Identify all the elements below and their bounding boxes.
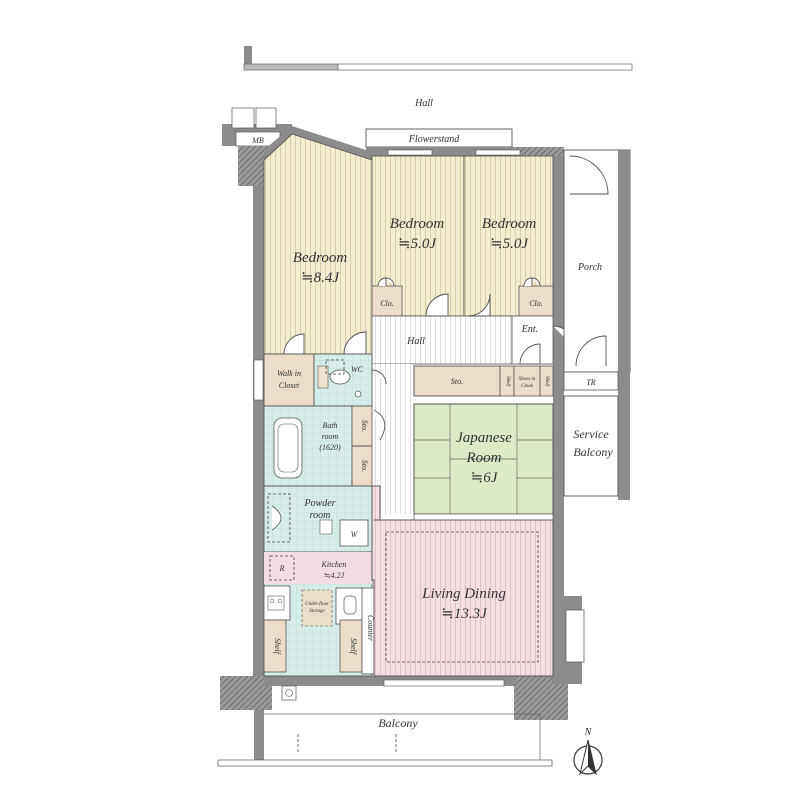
entrance-label: Ent. <box>521 324 538 335</box>
balcony <box>217 710 553 767</box>
walk-in-closet <box>263 353 315 407</box>
closet-2 <box>518 285 554 317</box>
shelf-k2-label: Shelf <box>349 638 358 656</box>
service-balcony-label: Balcony <box>573 445 613 459</box>
shelf-b <box>539 365 554 397</box>
wc-label: WC <box>351 365 364 374</box>
shelf-b-label: Shelf <box>544 376 549 387</box>
living-size-label: ≒13.3J <box>441 606 488 622</box>
service-balcony <box>563 395 619 497</box>
hall-inner-label: Hall <box>406 336 425 347</box>
service-label: Service <box>573 427 609 441</box>
bath-room-label: room <box>322 432 339 441</box>
sto-side1-label: Sto. <box>360 420 369 432</box>
powder-room-label: room <box>310 510 331 521</box>
closet-label: Closet <box>279 381 300 390</box>
storage-main <box>413 365 501 397</box>
north-arrow-icon <box>573 739 603 776</box>
underfloor-label: Under-floor <box>305 602 329 607</box>
bath-size-label: (1620) <box>319 443 341 452</box>
japanese-size-label: ≒6J <box>471 470 499 486</box>
bedroom-main <box>263 133 373 355</box>
meter-box <box>222 107 292 147</box>
trunk-room <box>563 371 619 391</box>
bedroom-2-label: Bedroom <box>390 216 445 232</box>
kitchen-label: Kitchen <box>321 560 347 569</box>
kitchen-size-label: ≒4.2J <box>324 571 345 580</box>
mb-label: MB <box>251 136 264 145</box>
japanese-label: Japanese <box>456 430 512 446</box>
fridge-label: R <box>279 564 285 573</box>
hall-label: Hall <box>414 98 433 109</box>
closet-1-label: Clo. <box>380 299 394 308</box>
bath-label: Bath <box>322 421 337 430</box>
shoes-in-label: Shoes in <box>519 377 536 382</box>
living-label: Living Dining <box>421 586 506 602</box>
windows <box>253 149 521 687</box>
counter-label: Counter <box>366 615 375 642</box>
hall-railing <box>243 46 633 71</box>
bedroom-main-size: ≒8.4J <box>301 270 340 286</box>
north-label: N <box>584 727 593 738</box>
shelf-a-label: Shelf <box>505 376 510 387</box>
hall-inner <box>371 315 513 365</box>
bedroom-main-label: Bedroom <box>293 250 348 266</box>
walk-in-label: Walk in <box>277 369 301 378</box>
trunk-room-label: TR <box>586 378 595 387</box>
porch-label: Porch <box>577 262 602 273</box>
flowerstand-label: Flowerstand <box>408 134 461 145</box>
powder-label: Powder <box>303 498 335 509</box>
balcony-label: Balcony <box>378 716 418 730</box>
storage-label: Sto. <box>451 377 463 386</box>
sto-side2-label: Sto. <box>360 460 369 472</box>
storage-sub-label: Storage <box>309 609 325 614</box>
shoes-in-cloak <box>513 365 541 397</box>
washer-label: W <box>351 530 359 539</box>
japanese-room-label: Room <box>466 450 502 466</box>
bedroom-3-size: ≒5.0J <box>490 236 529 252</box>
shelf-k1-label: Shelf <box>273 638 282 656</box>
bedroom-2-size: ≒5.0J <box>398 236 437 252</box>
closet-2-label: Clo. <box>529 299 543 308</box>
cloak-label: Cloak <box>521 384 534 389</box>
bedroom-3-label: Bedroom <box>482 216 537 232</box>
living-dining <box>371 485 554 677</box>
